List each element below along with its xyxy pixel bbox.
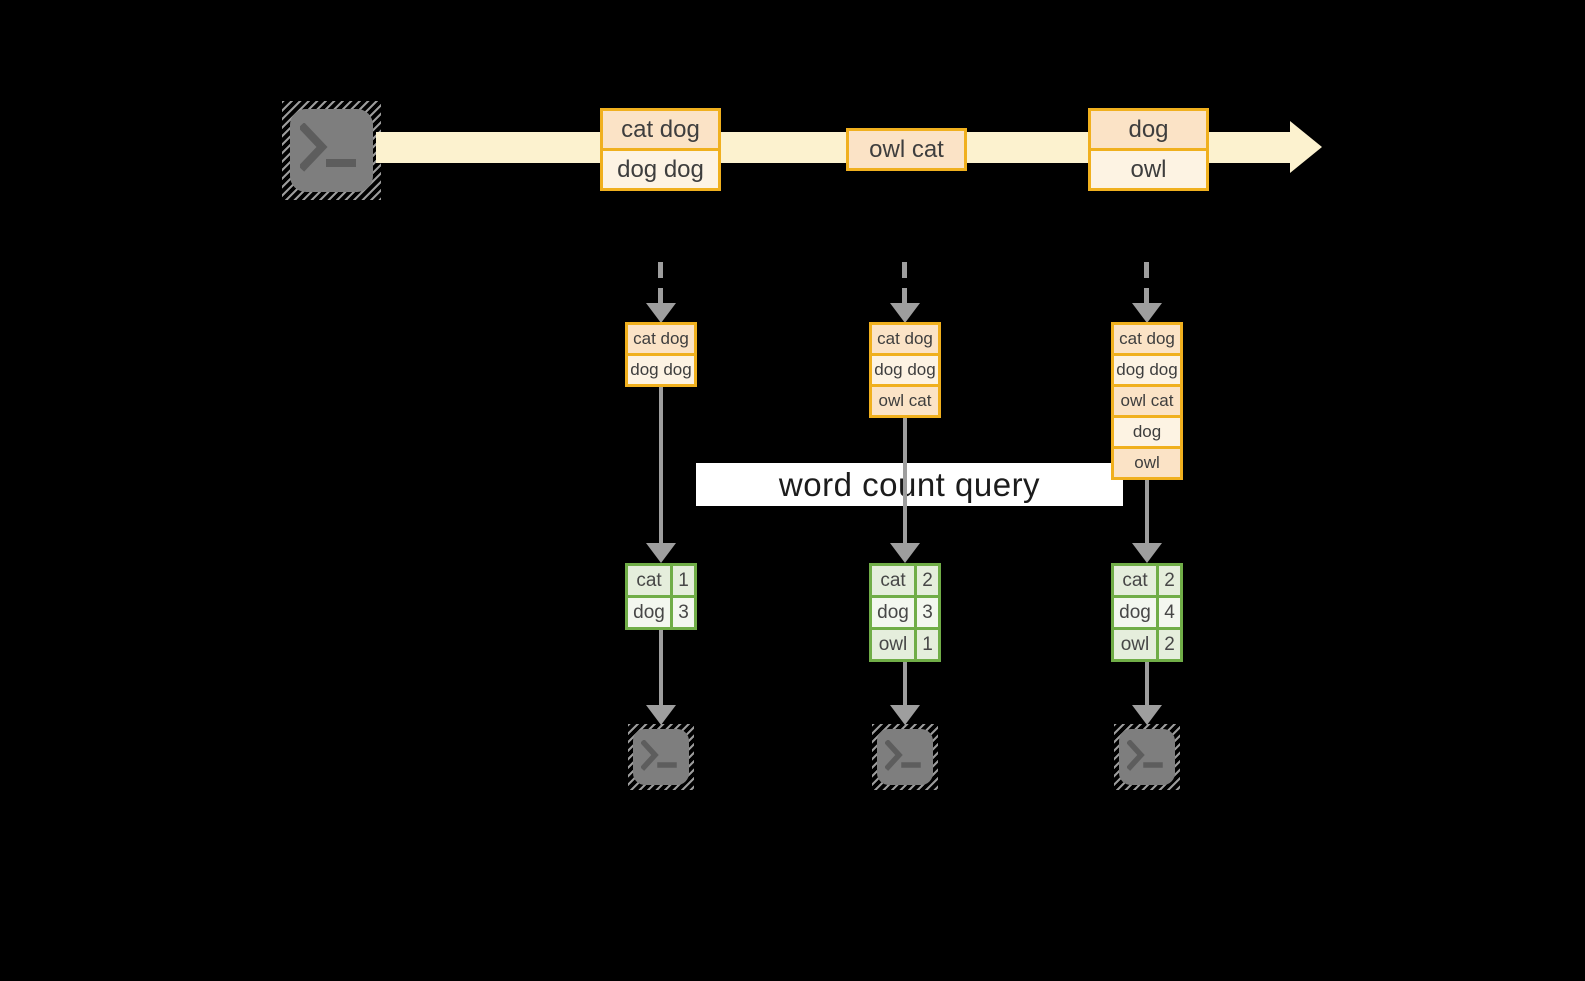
terminal-window (1119, 729, 1175, 785)
dashed-arrow (658, 262, 663, 304)
count-cell: 2 (922, 569, 933, 591)
count-cell: 2 (1164, 633, 1175, 655)
received-event-text: dog (1114, 415, 1180, 446)
table-row: owl 2 (1114, 627, 1180, 659)
count-cell: 4 (1164, 601, 1175, 623)
count-cell: 1 (678, 569, 689, 591)
terminal-prompt-icon (300, 123, 356, 172)
word-cell: owl (872, 630, 917, 659)
stream-event: cat dog dog dog (600, 108, 721, 191)
stream-event-text: dog (1091, 111, 1206, 148)
count-cell: 2 (1164, 569, 1175, 591)
terminal-prompt-icon (885, 740, 921, 771)
word-cell: cat (872, 566, 917, 595)
dashed-arrow (902, 262, 907, 304)
received-event-text: cat dog (872, 325, 938, 353)
stream-event: owl cat (846, 128, 967, 171)
word-cell: dog (872, 598, 917, 627)
arrow (1145, 479, 1149, 543)
word-count-table: cat 2 dog 4 owl 2 (1111, 563, 1183, 662)
terminal-prompt-icon (1127, 740, 1163, 771)
table-row: cat 1 (628, 566, 694, 595)
received-event-text: cat dog (628, 325, 694, 353)
stream-event-text: owl cat (849, 131, 964, 168)
received-event-text: owl cat (872, 384, 938, 415)
arrow (1145, 661, 1149, 706)
arrowhead-icon (1132, 543, 1162, 563)
arrowhead-icon (646, 303, 676, 323)
arrowhead-icon (890, 705, 920, 725)
received-event-text: cat dog (1114, 325, 1180, 353)
count-cell: 3 (922, 601, 933, 623)
table-row: dog 3 (628, 595, 694, 627)
count-cell: 1 (922, 633, 933, 655)
terminal-window (877, 729, 933, 785)
arrowhead-icon (646, 705, 676, 725)
table-row: cat 2 (1114, 566, 1180, 595)
stream-event-text: owl (1091, 148, 1206, 188)
stream-event-text: dog dog (603, 148, 718, 188)
arrowhead-icon (890, 303, 920, 323)
terminal-window (633, 729, 689, 785)
word-count-table: cat 2 dog 3 owl 1 (869, 563, 941, 662)
arrow (659, 385, 663, 543)
received-event-text: owl cat (1114, 384, 1180, 415)
table-row: cat 2 (872, 566, 938, 595)
received-event-text: owl (1114, 446, 1180, 477)
count-cell: 3 (678, 601, 689, 623)
arrow (659, 629, 663, 706)
word-count-table: cat 1 dog 3 (625, 563, 697, 630)
received-event-text: dog dog (872, 353, 938, 384)
received-events-stack: cat dog dog dog (625, 322, 697, 387)
arrow (903, 661, 907, 706)
table-row: dog 4 (1114, 595, 1180, 627)
received-events-stack: cat dog dog dog owl cat (869, 322, 941, 418)
received-event-text: dog dog (1114, 353, 1180, 384)
arrow (903, 417, 907, 543)
word-cell: owl (1114, 630, 1159, 659)
arrowhead-icon (1132, 303, 1162, 323)
stream-event: dog owl (1088, 108, 1209, 191)
arrowhead-icon (1132, 705, 1162, 725)
stream-arrowhead-icon (1290, 121, 1322, 173)
terminal-icon (872, 724, 938, 790)
received-event-text: dog dog (628, 353, 694, 384)
word-cell: dog (1114, 598, 1159, 627)
word-cell: dog (628, 598, 673, 627)
dashed-arrow (1144, 262, 1149, 304)
received-events-stack: cat dog dog dog owl cat dog owl (1111, 322, 1183, 480)
word-cell: cat (1114, 566, 1159, 595)
table-row: dog 3 (872, 595, 938, 627)
word-cell: cat (628, 566, 673, 595)
terminal-icon (628, 724, 694, 790)
terminal-icon (282, 101, 381, 200)
terminal-icon (1114, 724, 1180, 790)
table-row: owl 1 (872, 627, 938, 659)
terminal-prompt-icon (641, 740, 677, 771)
stream-event-text: cat dog (603, 111, 718, 148)
query-banner-label: word count query (778, 465, 1041, 503)
arrowhead-icon (890, 543, 920, 563)
query-banner: word count query (696, 463, 1123, 506)
arrowhead-icon (646, 543, 676, 563)
